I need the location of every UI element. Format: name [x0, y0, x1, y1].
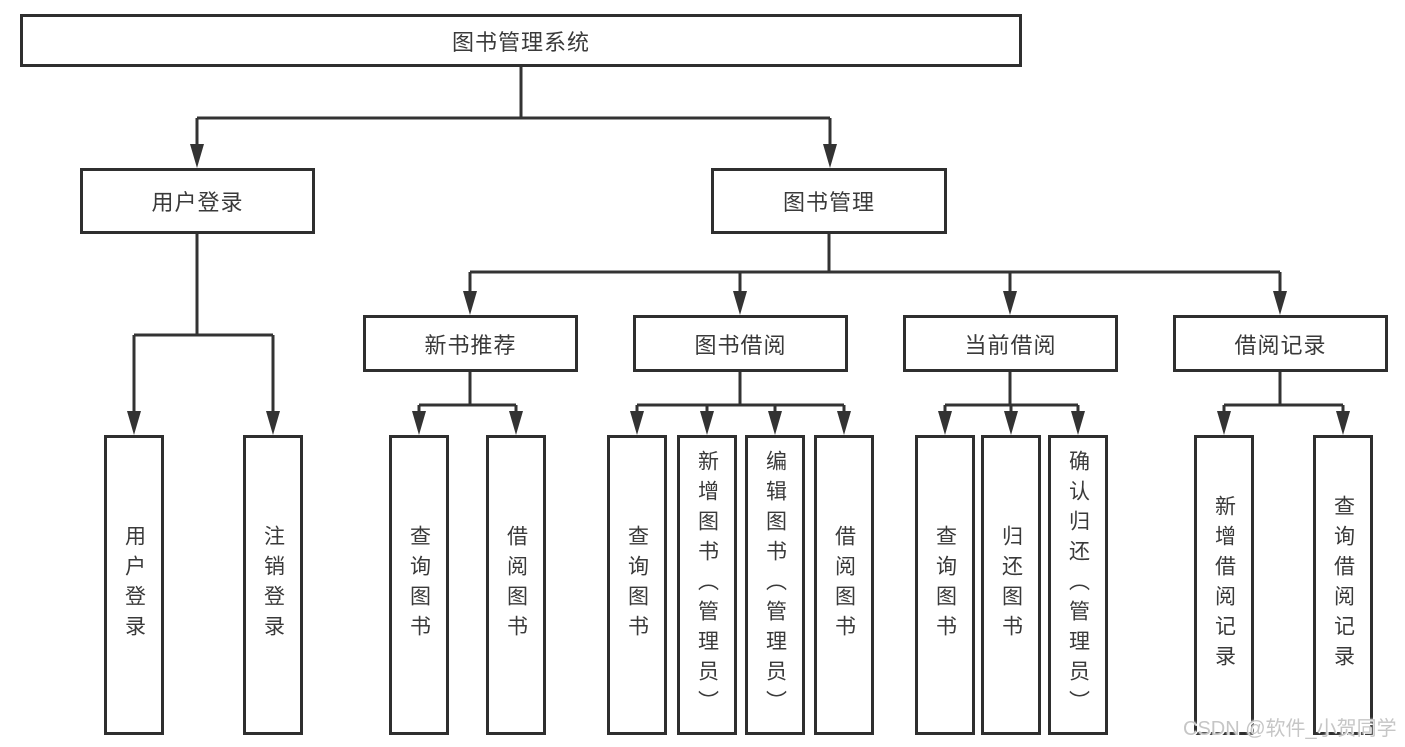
csdn-watermark: CSDN @软件_小贺同学 — [1183, 718, 1397, 740]
connector-current-borrow-branch — [938, 372, 1085, 435]
leaf-current-query-books: 查询图书 — [915, 435, 975, 735]
leaf-add-borrow-record: 新增借阅记录 — [1194, 435, 1254, 735]
leaf-add-books-admin-label: 新增图书（管理员） — [695, 450, 719, 720]
connector-new-book-branch — [412, 372, 523, 435]
leaf-return-books: 归还图书 — [981, 435, 1041, 735]
leaf-confirm-return-admin-label: 确认归还（管理员） — [1066, 450, 1090, 720]
node-user-login-label: 用户登录 — [151, 190, 244, 215]
node-book-management-label: 图书管理 — [782, 190, 875, 215]
leaf-logout-label: 注销登录 — [261, 525, 285, 645]
leaf-newbook-query-books-label: 查询图书 — [407, 525, 431, 645]
leaf-edit-books-admin: 编辑图书（管理员） — [745, 435, 805, 735]
leaf-logout: 注销登录 — [243, 435, 303, 735]
node-new-book-recommend-label: 新书推荐 — [424, 332, 517, 358]
leaf-add-borrow-record-label: 新增借阅记录 — [1212, 495, 1236, 675]
connector-book-borrow-branch — [630, 372, 851, 435]
node-book-management: 图书管理 — [711, 168, 947, 234]
leaf-borrow-books-label: 借阅图书 — [832, 525, 856, 645]
leaf-borrow-books: 借阅图书 — [814, 435, 874, 735]
connector-book-mgmt-branch — [463, 234, 1287, 315]
node-book-borrowing-label: 图书借阅 — [694, 332, 787, 358]
leaf-confirm-return-admin: 确认归还（管理员） — [1048, 435, 1108, 735]
leaf-edit-books-admin-label: 编辑图书（管理员） — [763, 450, 787, 720]
node-book-borrowing: 图书借阅 — [633, 315, 848, 372]
leaf-query-borrow-record-label: 查询借阅记录 — [1331, 495, 1355, 675]
leaf-add-books-admin: 新增图书（管理员） — [677, 435, 737, 735]
leaf-user-login-label: 用户登录 — [122, 525, 146, 645]
leaf-current-query-books-label: 查询图书 — [933, 525, 957, 645]
node-borrowing-records: 借阅记录 — [1173, 315, 1388, 372]
leaf-borrow-query-books-label: 查询图书 — [625, 525, 649, 645]
connector-user-login-branch — [127, 234, 280, 435]
node-new-book-recommend: 新书推荐 — [363, 315, 578, 372]
leaf-newbook-query-books: 查询图书 — [389, 435, 449, 735]
connector-root-to-level2 — [190, 67, 837, 168]
leaf-query-borrow-record: 查询借阅记录 — [1313, 435, 1373, 735]
node-root-library-system: 图书管理系统 — [20, 14, 1022, 67]
leaf-user-login: 用户登录 — [104, 435, 164, 735]
node-root-label: 图书管理系统 — [451, 29, 590, 55]
node-current-borrowing: 当前借阅 — [903, 315, 1118, 372]
node-user-login: 用户登录 — [80, 168, 315, 234]
leaf-return-books-label: 归还图书 — [999, 525, 1023, 645]
node-current-borrowing-label: 当前借阅 — [964, 332, 1057, 358]
connector-borrow-record-branch — [1217, 372, 1350, 435]
node-borrowing-records-label: 借阅记录 — [1234, 332, 1327, 358]
leaf-newbook-borrow-books: 借阅图书 — [486, 435, 546, 735]
leaf-borrow-query-books: 查询图书 — [607, 435, 667, 735]
leaf-newbook-borrow-books-label: 借阅图书 — [504, 525, 528, 645]
